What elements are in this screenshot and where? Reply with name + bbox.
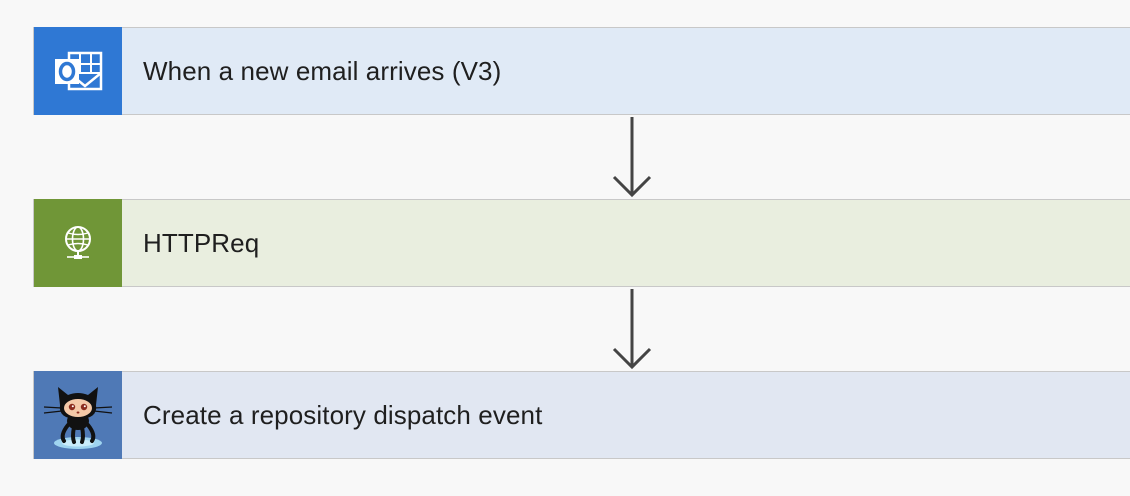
outlook-icon [55,51,103,91]
connector-arrow [612,289,652,370]
step-icon-box [34,371,122,459]
step-icon-box [34,27,122,115]
step-card-new-email-trigger[interactable]: When a new email arrives (V3) [33,27,1130,115]
step-title: HTTPReq [143,227,260,258]
github-octocat-icon [43,387,113,449]
step-title: When a new email arrives (V3) [143,55,502,86]
connector-arrow [612,117,652,198]
globe-icon [65,226,91,259]
step-card-repository-dispatch[interactable]: Create a repository dispatch event [33,371,1130,459]
step-icon-box [34,199,122,287]
step-card-httpreq[interactable]: HTTPReq [33,199,1130,287]
step-title: Create a repository dispatch event [143,399,543,430]
